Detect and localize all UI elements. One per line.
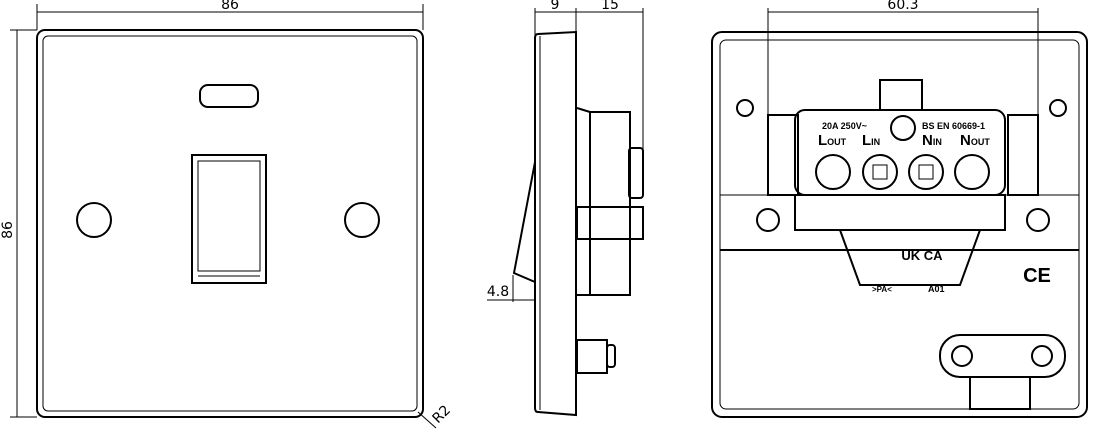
rear-view: 60.3 20A 250V~ BS EN 60669-1 LOUT LIN NI…	[711, 0, 1088, 418]
material-mark: >PA<	[872, 285, 892, 294]
plate-profile	[534, 30, 577, 417]
face-plate	[36, 29, 424, 418]
rocker-switch	[191, 154, 267, 284]
svg-text:NOUT: NOUT	[960, 132, 990, 149]
height-dimension: 86	[0, 221, 16, 239]
neon-indicator	[199, 84, 259, 108]
terminal-lin	[862, 154, 898, 190]
back-body	[589, 111, 631, 296]
corner-radius-dimension: R2	[430, 402, 454, 426]
front-view: 86 86 R2	[0, 0, 454, 429]
model-code: A01	[928, 284, 945, 294]
screw-hole-right	[344, 202, 380, 238]
rating-label: 20A 250V~	[822, 121, 867, 131]
screw-hole-left	[76, 202, 112, 238]
ukca-mark: UK CA	[901, 248, 943, 263]
terminal-nin	[908, 154, 944, 190]
plate-depth-dimension: 9	[551, 0, 560, 13]
rocker-projection-dimension: 4.8	[487, 284, 509, 300]
svg-text:NIN: NIN	[922, 132, 942, 149]
standard-label: BS EN 60669-1	[922, 121, 985, 131]
fixing-centres-dimension: 60.3	[887, 0, 918, 13]
clip	[879, 79, 923, 111]
side-view: 9 15 4.8	[487, 0, 644, 417]
terminal-nout	[954, 154, 990, 190]
clamp-bar	[576, 206, 644, 240]
terminal-labels: LOUT LIN NIN NOUT	[818, 132, 990, 149]
earth-screw-left	[736, 99, 754, 117]
terminal-lout	[815, 154, 851, 190]
box-depth-dimension: 15	[601, 0, 619, 13]
earth-screw-right	[1049, 99, 1067, 117]
svg-text:LIN: LIN	[862, 132, 880, 149]
fixing-bracket	[939, 334, 1066, 378]
rocker-profile	[512, 161, 536, 283]
rear-plate	[711, 31, 1088, 418]
width-dimension: 86	[221, 0, 239, 13]
svg-text:LOUT: LOUT	[818, 132, 847, 149]
ce-mark: CE	[1023, 265, 1051, 287]
fixing-lug	[576, 339, 608, 374]
